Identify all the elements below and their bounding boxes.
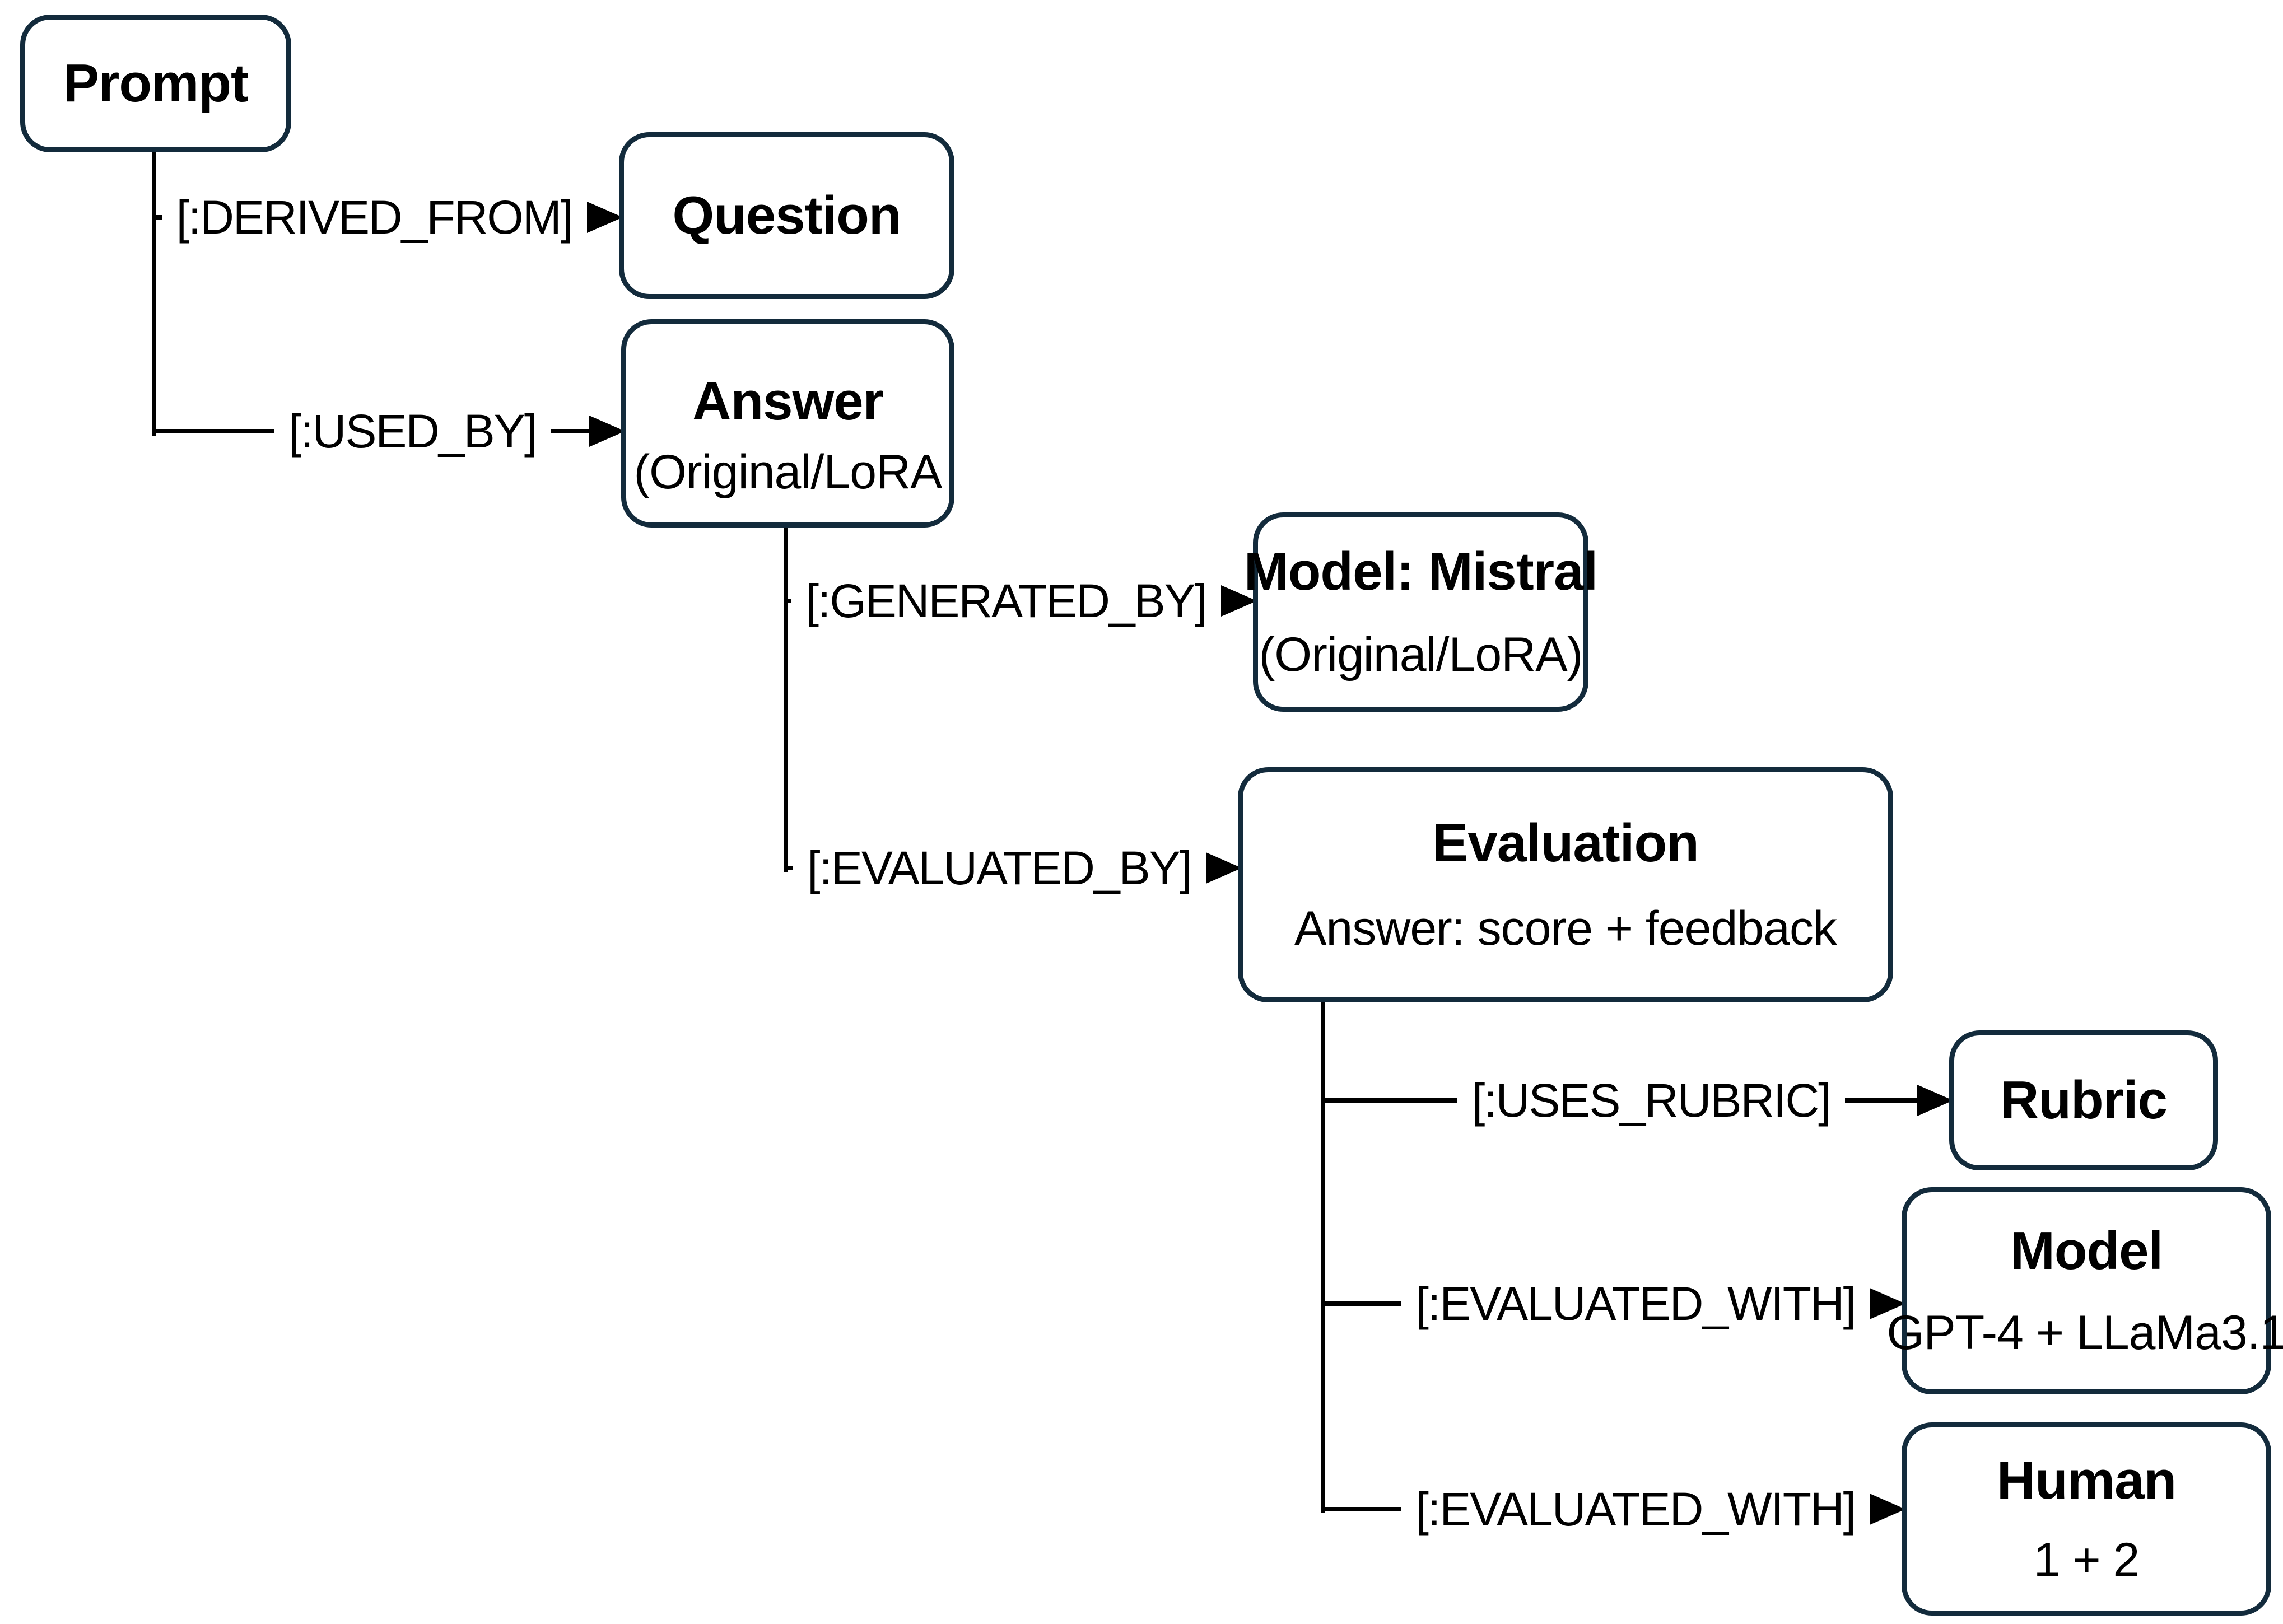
edge-line bbox=[786, 599, 791, 603]
node-model-mistral-title: Model: Mistral bbox=[1243, 542, 1598, 602]
node-human-subtitle: 1 + 2 bbox=[2033, 1533, 2140, 1587]
edge-evaluated-with-human-label: [:EVALUATED_WITH] bbox=[1415, 1482, 1856, 1536]
edge-derived-from: [:DERIVED_FROM] bbox=[153, 183, 623, 252]
arrowhead-icon bbox=[587, 202, 623, 233]
edge-line bbox=[786, 866, 793, 870]
node-model-mistral: Model: Mistral (Original/LoRA) bbox=[1244, 512, 1598, 712]
edge-evaluated-by: [:EVALUATED_BY] bbox=[786, 833, 1242, 903]
node-human: Human 1 + 2 bbox=[1902, 1422, 2271, 1616]
edge-line bbox=[1323, 1098, 1457, 1103]
edge-used-by: [:USED_BY] bbox=[153, 396, 625, 466]
node-model-judges-subtitle: GPT-4 + LLaMa3.1 bbox=[1886, 1306, 2283, 1360]
edge-line bbox=[1323, 1301, 1401, 1306]
node-model-judges-title: Model bbox=[2010, 1221, 2163, 1281]
arrowhead-icon bbox=[1870, 1288, 1905, 1319]
evaluation-trunk-line bbox=[1321, 999, 1325, 1513]
edge-line bbox=[551, 429, 589, 433]
edge-uses-rubric-label: [:USES_RUBRIC] bbox=[1472, 1074, 1831, 1127]
arrowhead-icon bbox=[1206, 852, 1242, 884]
node-rubric-title: Rubric bbox=[2000, 1070, 2168, 1130]
edge-uses-rubric: [:USES_RUBRIC] bbox=[1323, 1066, 1953, 1135]
node-model-judges: Model GPT-4 + LLaMa3.1 bbox=[1886, 1187, 2283, 1394]
arrowhead-icon bbox=[589, 416, 625, 447]
node-answer: Answer (Original/LoRA bbox=[621, 319, 954, 528]
arrowhead-icon bbox=[1870, 1494, 1905, 1525]
edge-line bbox=[153, 215, 162, 220]
edge-evaluated-with-model: [:EVALUATED_WITH] bbox=[1323, 1269, 1905, 1338]
arrowhead-icon bbox=[1917, 1085, 1953, 1116]
node-question: Question bbox=[619, 132, 954, 299]
edge-used-by-label: [:USED_BY] bbox=[288, 404, 537, 458]
node-answer-subtitle: (Original/LoRA bbox=[633, 445, 943, 499]
edge-line bbox=[1323, 1507, 1401, 1511]
edge-generated-by-label: [:GENERATED_BY] bbox=[805, 574, 1208, 627]
node-evaluation-title: Evaluation bbox=[1432, 813, 1699, 874]
edge-generated-by: [:GENERATED_BY] bbox=[786, 566, 1257, 636]
edge-evaluated-with-model-label: [:EVALUATED_WITH] bbox=[1415, 1277, 1856, 1330]
node-prompt-title: Prompt bbox=[63, 53, 249, 113]
node-human-title: Human bbox=[1996, 1450, 2177, 1510]
node-rubric: Rubric bbox=[1949, 1030, 2218, 1170]
edge-derived-from-label: [:DERIVED_FROM] bbox=[176, 190, 574, 244]
node-prompt: Prompt bbox=[20, 15, 291, 152]
node-answer-title: Answer bbox=[692, 371, 884, 431]
node-question-title: Question bbox=[672, 185, 901, 245]
answer-trunk-line bbox=[784, 524, 788, 872]
node-evaluation: Evaluation Answer: score + feedback bbox=[1238, 767, 1893, 1002]
node-evaluation-subtitle: Answer: score + feedback bbox=[1294, 902, 1837, 956]
edge-evaluated-by-label: [:EVALUATED_BY] bbox=[807, 841, 1192, 894]
edge-evaluated-with-human: [:EVALUATED_WITH] bbox=[1323, 1474, 1905, 1544]
edge-line bbox=[153, 429, 274, 433]
arrowhead-icon bbox=[1221, 585, 1257, 617]
prompt-trunk-line bbox=[152, 150, 156, 436]
edge-line bbox=[1844, 1098, 1917, 1103]
node-model-mistral-subtitle: (Original/LoRA) bbox=[1259, 628, 1583, 682]
